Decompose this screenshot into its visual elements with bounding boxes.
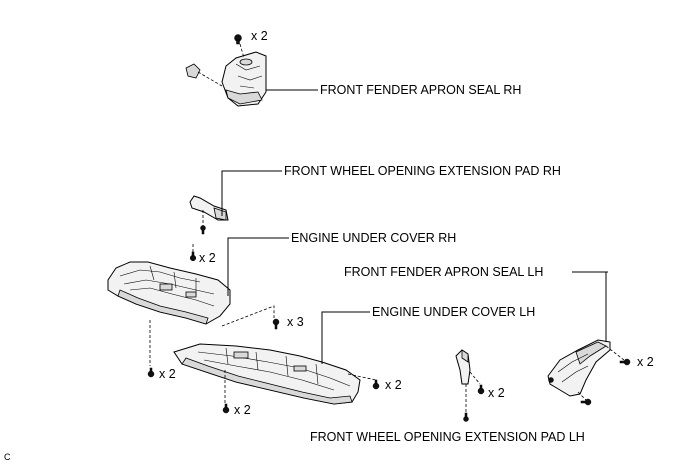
center-clip [272,318,280,330]
figure-code: C [4,452,11,462]
extension-pad-rh-label: FRONT WHEEL OPENING EXTENSION PAD RH [284,164,561,178]
pad-rh-clip [200,225,206,235]
apron-seal-rh-part [221,51,267,107]
engine-under-cover-lh-part [173,343,361,405]
apron-seal-lh-label: FRONT FENDER APRON SEAL LH [344,265,543,279]
extension-pad-lh-part [455,349,471,385]
extension-pad-rh-part [189,195,229,221]
apron-rh-clip-left [185,63,223,87]
apron-seal-lh-part [547,339,611,397]
apron-rh-clip-top [234,34,242,45]
right-clip [372,379,380,390]
pad-lh-clip-qty: x 2 [488,386,505,400]
left-front-clip-qty: x 2 [159,367,176,381]
pad-lh-bottom-clip [463,412,469,422]
cover-rh-bolt [189,251,197,262]
center-clip-qty: x 3 [287,315,304,329]
engine-under-cover-rh-part [107,261,231,325]
apron-lh-clip-bottom [580,398,592,406]
cover-rh-bolt-qty: x 2 [199,251,216,265]
apron-lh-clip-right [619,358,631,366]
apron-seal-rh-label: FRONT FENDER APRON SEAL RH [320,83,521,97]
apron-rh-clip-qty: x 2 [251,29,268,43]
extension-pad-lh-label: FRONT WHEEL OPENING EXTENSION PAD LH [310,430,585,444]
engine-under-cover-rh-label: ENGINE UNDER COVER RH [291,231,456,245]
left-front-clip [147,367,155,378]
apron-lh-clip-qty: x 2 [637,355,654,369]
bottom-bolt [222,403,230,414]
engine-under-cover-lh-label: ENGINE UNDER COVER LH [372,305,535,319]
apron-lh-clip-left [548,377,554,383]
pad-lh-clip [477,384,485,395]
bottom-bolt-qty: x 2 [234,403,251,417]
right-clip-qty: x 2 [385,378,402,392]
